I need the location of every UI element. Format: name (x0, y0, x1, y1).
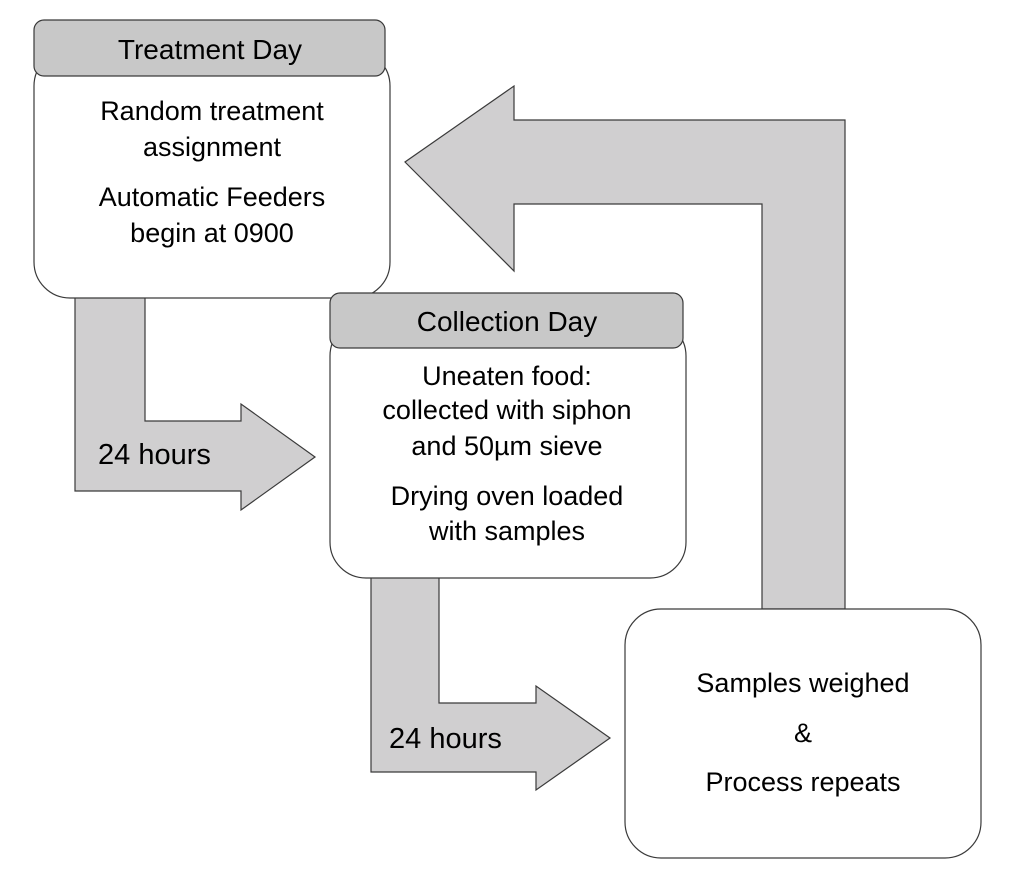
treatment-line-3: Automatic Feeders (99, 182, 326, 212)
treatment-line-1: Random treatment (100, 96, 324, 126)
loop-back-arrow (404, 84, 846, 610)
treatment-line-2: assignment (143, 132, 282, 162)
first-24h-arrow (74, 294, 317, 512)
collection-line-3: and 50µm sieve (411, 431, 602, 461)
treatment-day-header-bg (33, 19, 386, 77)
final-line-1: Samples weighed (696, 668, 909, 698)
collection-day-header-bg (329, 292, 684, 349)
treatment-day-body (33, 49, 391, 299)
second-24h-arrow (370, 574, 612, 792)
collection-line-4: Drying oven loaded (391, 481, 624, 511)
final-line-2: & (794, 718, 812, 748)
final-box: Samples weighed & Process repeats (624, 608, 982, 859)
treatment-day-title: Treatment Day (118, 34, 302, 65)
collection-line-2: collected with siphon (382, 395, 631, 425)
treatment-day-box: Treatment Day Random treatment assignmen… (33, 19, 391, 299)
collection-line-5: with samples (428, 516, 585, 546)
collection-day-box: Collection Day Uneaten food: collected w… (329, 292, 687, 579)
collection-day-title: Collection Day (417, 306, 598, 337)
collection-line-1: Uneaten food: (422, 361, 592, 391)
second-arrow-label: 24 hours (389, 723, 502, 755)
final-line-3: Process repeats (705, 767, 900, 797)
final-box-body (624, 608, 982, 859)
first-arrow-label: 24 hours (98, 439, 211, 471)
treatment-line-4: begin at 0900 (130, 218, 294, 248)
